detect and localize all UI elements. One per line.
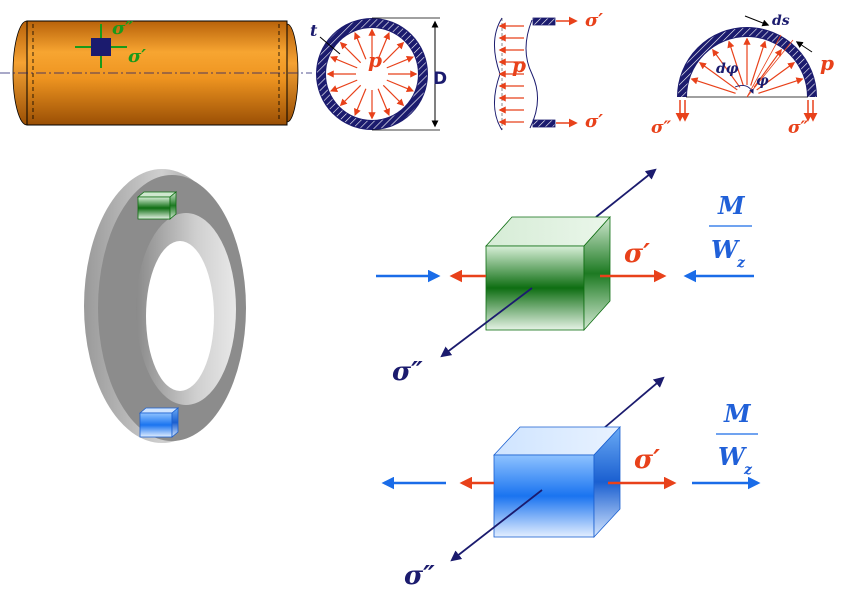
semicircle-section: [675, 27, 818, 122]
pressure-arrow: [386, 79, 414, 92]
pressure-arrow: [758, 77, 804, 94]
d-phi-label: dφ: [716, 61, 739, 77]
pressure-arrow: [377, 88, 390, 116]
pressure-arrow: [753, 48, 782, 88]
diameter-label: D: [433, 69, 447, 89]
pressure-label-1: p: [368, 48, 382, 72]
ring-bottom-element: [138, 407, 180, 438]
sigma-double-prime-label-4: σ″: [392, 357, 423, 387]
angle-annotations: [734, 15, 813, 98]
section-modulus-label-1: W: [711, 235, 740, 264]
cross-section-ring: [316, 18, 428, 130]
section-modulus-sub-2: z: [743, 462, 753, 478]
pressure-arrow: [339, 84, 362, 107]
cylinder-vessel: [0, 20, 312, 126]
pressure-label-3: p: [820, 51, 834, 75]
pressure-label-2: p: [512, 53, 526, 77]
pressure-arrow: [354, 32, 367, 60]
ds-label: ds: [772, 13, 790, 29]
sigma-double-prime-label-3: σ″: [788, 118, 809, 138]
sigma-prime-label-3: σ′: [585, 111, 603, 132]
green-stress-element: [376, 168, 754, 358]
moment-label-2: M: [723, 399, 752, 428]
pressure-arrow: [727, 40, 744, 86]
sigma-double-prime-label-5: σ″: [404, 561, 435, 591]
blue-stress-element: [381, 376, 761, 562]
phi-label: φ: [756, 73, 769, 89]
pressure-arrow: [330, 79, 358, 92]
ring-top-element: [136, 191, 178, 220]
sigma-prime-label-4: σ′: [624, 239, 650, 269]
pressure-arrow: [354, 88, 367, 116]
section-modulus-label-2: W: [718, 442, 747, 471]
pressure-arrow: [386, 56, 414, 69]
ring-body: [84, 169, 246, 443]
moment-fraction-2: M W z: [716, 399, 758, 478]
sigma-prime-label-2: σ′: [585, 10, 603, 31]
diameter-dimension: [372, 17, 440, 131]
moment-fraction-1: M W z: [709, 191, 752, 271]
pressure-arrow: [690, 77, 736, 94]
semicircle-pressure-arrows: [690, 37, 804, 94]
thickness-leader: [319, 36, 341, 55]
pressure-arrow: [756, 62, 796, 91]
sigma-prime-label-5: σ′: [634, 445, 660, 475]
surface-element: [75, 24, 127, 68]
pressure-arrow: [382, 41, 405, 64]
pressure-arrow: [339, 41, 362, 64]
pressure-arrow: [377, 32, 390, 60]
sigma-double-prime-label-1: σ″: [112, 18, 133, 39]
radial-pressure-arrows: [326, 28, 418, 120]
thickness-label: t: [310, 21, 318, 40]
pressure-arrow: [330, 56, 358, 69]
pressure-arrow: [750, 40, 767, 86]
pressure-arrow: [382, 84, 405, 107]
sigma-prime-label-1: σ′: [128, 46, 146, 67]
sigma-double-prime-label-2: σ″: [651, 118, 672, 138]
pressure-arrow: [698, 62, 738, 91]
section-modulus-sub-1: z: [736, 255, 746, 271]
moment-label-1: M: [717, 191, 746, 220]
cut-pressure-arrows: [498, 22, 524, 126]
pressure-arrow: [712, 48, 741, 88]
